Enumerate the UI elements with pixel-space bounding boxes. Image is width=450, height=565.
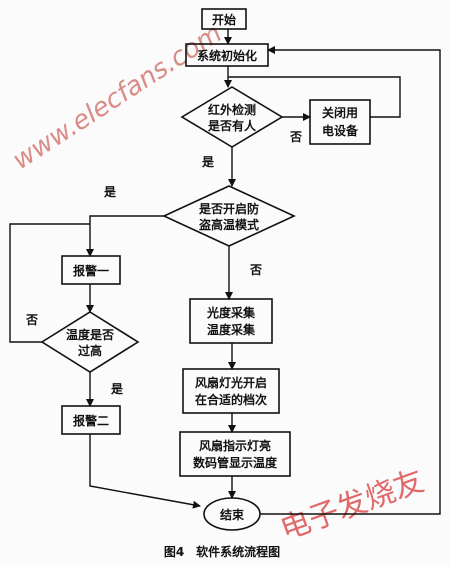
- ir-detect-label-1: 红外检测: [208, 102, 256, 117]
- site-watermark: www.elecfans.com: [7, 18, 227, 175]
- display-label-1: 风扇指示灯亮: [199, 438, 271, 453]
- ir-no-label: 否: [289, 130, 302, 144]
- display-label-2: 数码管显示温度: [193, 455, 278, 470]
- close-devices-label-1: 关闭用: [322, 105, 358, 120]
- mode-no-label: 否: [249, 263, 262, 277]
- start-node-shape: [201, 8, 247, 30]
- temp-no-label: 否: [25, 313, 38, 327]
- temp-check-diamond: [40, 311, 140, 373]
- mode-check-label-2: 盗高温模式: [199, 217, 259, 232]
- end-label: 结束: [220, 507, 245, 522]
- mode-yes-label: 是: [103, 185, 117, 199]
- temp-check-label-1: 温度是否: [66, 327, 114, 342]
- temp-yes-label: 是: [110, 382, 124, 396]
- alarm2-label: 报警二: [73, 413, 109, 428]
- edge-temp-loop: [9, 223, 90, 343]
- ir-detect-diamond: [180, 86, 284, 148]
- fan-light-label-1: 风扇灯光开启: [195, 375, 267, 390]
- close-devices-label-2: 电设备: [322, 123, 359, 138]
- sampling-label-1: 光度采集: [206, 305, 256, 320]
- temp-check-label-2: 过高: [78, 343, 102, 358]
- close-devices-node-shape: [309, 99, 371, 145]
- edge-close-loop: [228, 76, 401, 118]
- edge-alarm2-end: [89, 434, 201, 509]
- ir-detect-label-2: 是否有人: [207, 118, 257, 133]
- mode-check-diamond: [162, 185, 296, 247]
- mode-check-label-1: 是否开启防: [198, 201, 259, 216]
- edge-end-loop: [260, 46, 441, 515]
- brand-watermark: 电子发烧友: [276, 463, 429, 547]
- figure-caption: 图4 软件系统流程图: [164, 544, 280, 559]
- init-label: 系统初始化: [197, 48, 257, 63]
- edge-mode-alarm1: [86, 215, 164, 257]
- start-label: 开始: [212, 12, 236, 27]
- ir-yes-label: 是: [201, 155, 215, 169]
- alarm1-label: 报警一: [73, 263, 109, 278]
- sampling-label-2: 温度采集: [207, 322, 256, 337]
- fan-light-label-2: 在合适的档次: [195, 392, 267, 407]
